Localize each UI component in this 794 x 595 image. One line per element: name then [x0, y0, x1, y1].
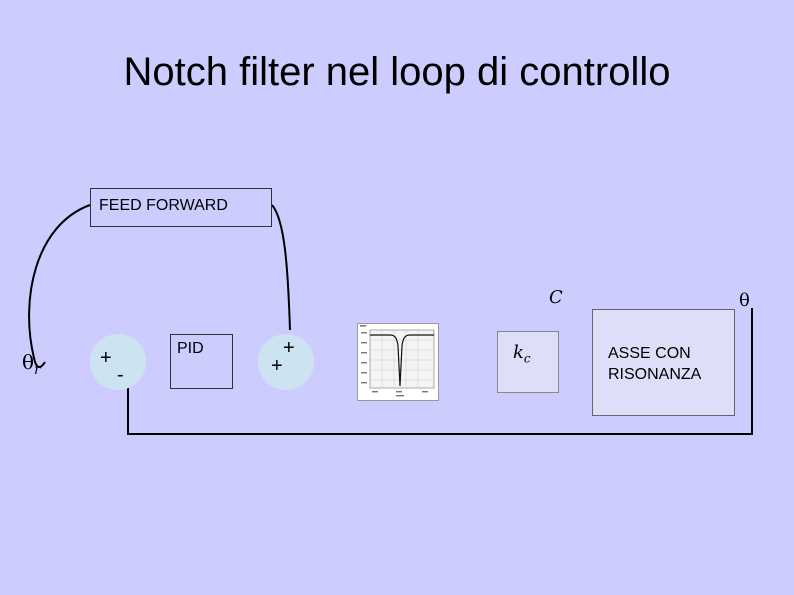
torque-symbol: C: [549, 287, 563, 308]
feedforward-right-wire: [271, 204, 291, 331]
reference-symbol-theta: θ: [22, 350, 35, 374]
reference-input-symbol: θr: [22, 350, 41, 378]
axis-resonance-block: ASSE CON RISONANZA: [592, 309, 735, 416]
pid-block: PID: [170, 334, 233, 389]
feedforward-left-wire: [28, 204, 91, 368]
axis-label-line2: RISONANZA: [608, 366, 702, 383]
summing-junction-2: + +: [258, 334, 314, 390]
reference-symbol-subscript: r: [34, 362, 41, 378]
feedback-wire: [127, 308, 753, 435]
gain-block: kc: [497, 331, 559, 393]
sum1-plus-sign: +: [100, 347, 112, 369]
notch-filter-plot: [357, 323, 439, 401]
feed-forward-block: FEED FORWARD: [90, 188, 272, 227]
notch-filter-response-image: [360, 325, 435, 397]
output-symbol: θ: [739, 290, 750, 311]
sum1-minus-sign: -: [117, 364, 124, 386]
axis-label-line1: ASSE CON: [608, 345, 691, 362]
slide-title: Notch filter nel loop di controllo: [123, 50, 671, 94]
gain-label: kc: [513, 342, 531, 366]
sum2-bottom-plus-sign: +: [271, 355, 283, 377]
summing-junction-1: + -: [90, 334, 146, 390]
sum2-top-plus-sign: +: [283, 337, 295, 359]
